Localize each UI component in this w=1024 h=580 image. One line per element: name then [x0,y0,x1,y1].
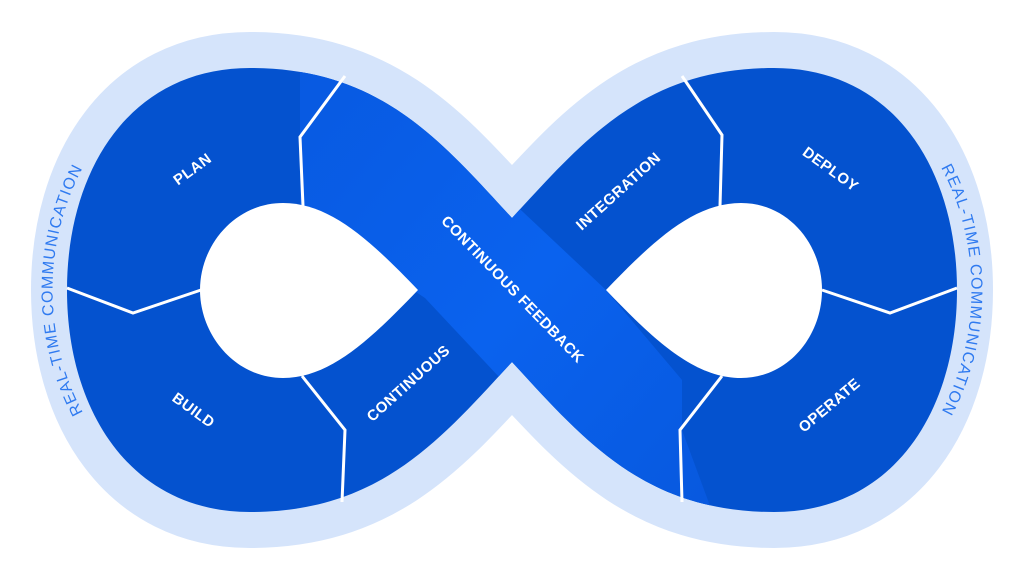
divider-build-continuous [300,375,347,503]
feedback-band [300,68,730,512]
divider-integration-deploy [680,75,724,207]
left-loop-hole [200,203,418,378]
divider-deploy-operate [821,286,958,315]
divider-plan-feedback [298,75,347,207]
stage-dividers [66,75,958,503]
divider-plan-build [66,286,202,315]
right-loop-hole [606,203,822,378]
divider-feedback-operate [678,375,724,503]
